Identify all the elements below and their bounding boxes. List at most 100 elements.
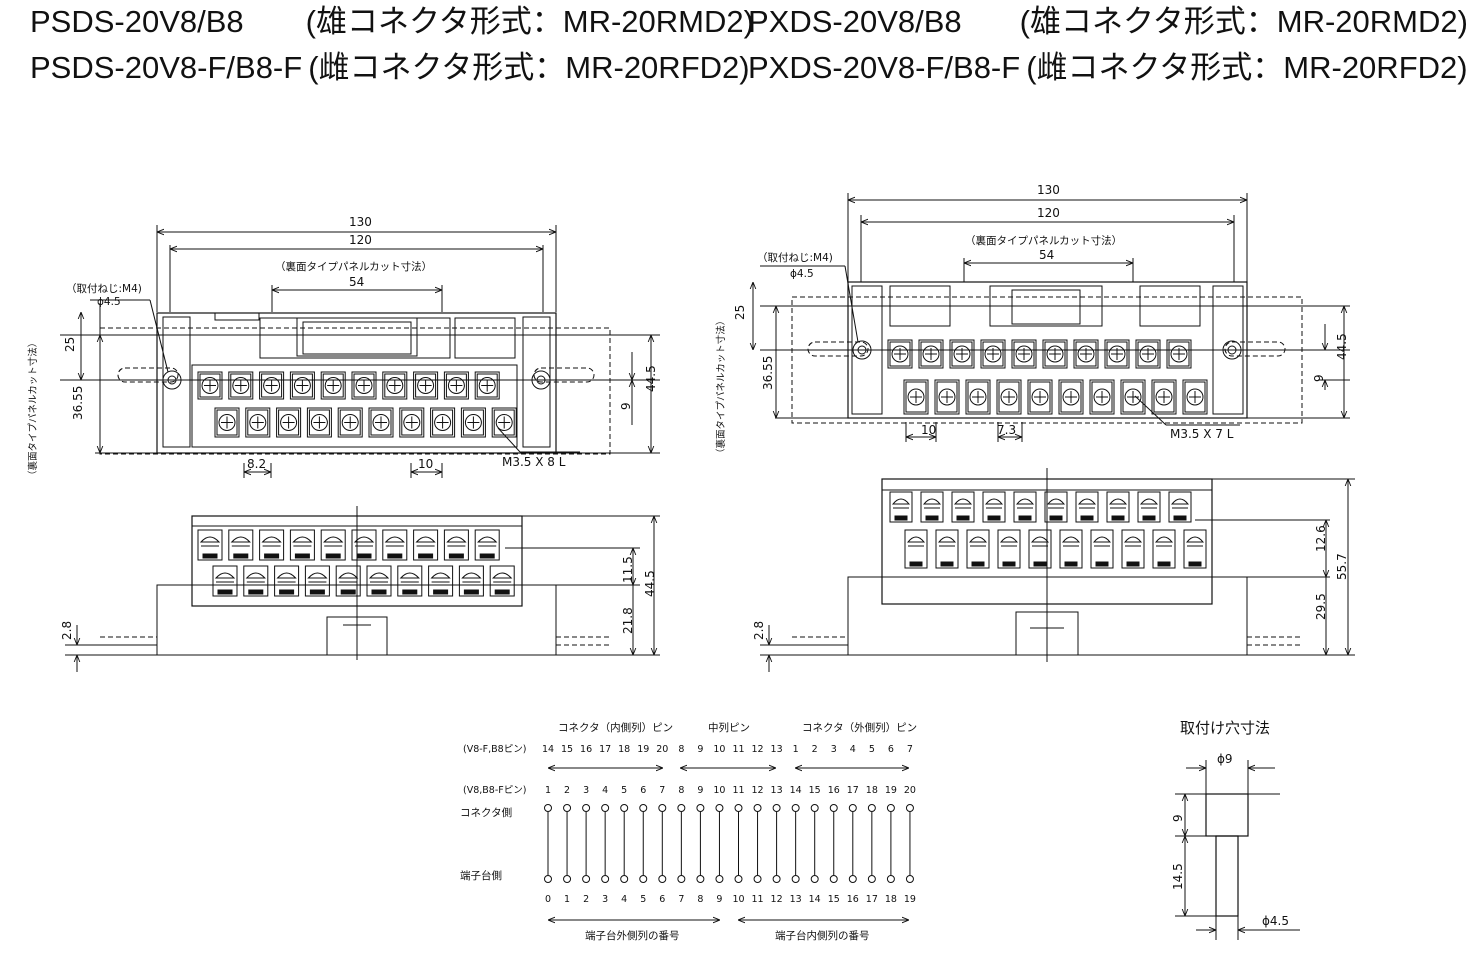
left-side-lower-terminal — [397, 565, 423, 597]
pin-m-number: 20 — [904, 785, 916, 796]
right-side-dim-126: 12.6 — [1314, 525, 1328, 552]
right-screw-spec: M3.5 X 7 L — [1170, 427, 1234, 441]
left-vertical-label: （裏面タイプパネルカット寸法） — [27, 338, 39, 480]
left-side-dim-28: 2.8 — [60, 621, 74, 640]
connector-pin — [886, 804, 895, 812]
right-dim-25: 25 — [733, 305, 747, 320]
terminal-pin — [620, 875, 629, 883]
pin-m-number: 19 — [885, 785, 897, 796]
left-side-lower-terminal — [212, 565, 238, 597]
left-side-lower-terminal — [366, 565, 392, 597]
right-upper-terminal — [1166, 339, 1192, 369]
right-side-lower-terminal — [1090, 529, 1114, 569]
right-side-upper-terminal — [1044, 491, 1068, 523]
right-connector-1: (雄コネクタ形式：MR-20RMD2) — [1019, 4, 1468, 39]
left-dim-445: 44.5 — [644, 365, 658, 392]
terminal-pin — [734, 875, 743, 883]
right-lower-terminal — [1120, 379, 1146, 415]
pin-f-number: 2 — [812, 744, 818, 755]
left-screw-spec: M3.5 X 8 L — [502, 455, 566, 469]
mount-hole-title: 取付け穴寸法 — [1180, 719, 1270, 737]
connector-pin — [867, 804, 876, 812]
right-upper-terminal — [887, 339, 913, 369]
right-side-lower-terminal — [966, 529, 990, 569]
mount-dim-9: 9 — [1171, 814, 1185, 822]
terminal-number: 8 — [697, 894, 703, 905]
pin-f-number: 10 — [713, 744, 725, 755]
left-side-upper-terminal — [382, 529, 408, 561]
left-dim-10: 10 — [418, 457, 433, 471]
right-model-1: PXDS-20V8/B8 — [748, 4, 962, 39]
right-side-lower-terminal — [1152, 529, 1176, 569]
terminal-pin — [886, 875, 895, 883]
pin-f-number: 9 — [697, 744, 703, 755]
pin-m-number: 18 — [866, 785, 878, 796]
right-lower-terminal — [1058, 379, 1084, 415]
row-m-label: (V8,B8-Fピン) — [463, 785, 526, 796]
right-dim-445: 44.5 — [1335, 333, 1349, 360]
right-lower-terminal — [1089, 379, 1115, 415]
terminal-pin — [582, 875, 591, 883]
left-side-lower-terminal — [243, 565, 269, 597]
right-side-upper-terminal — [1168, 491, 1192, 523]
pin-m-number: 16 — [828, 785, 840, 796]
left-terminal-rows — [191, 364, 518, 448]
right-side-dim-295: 29.5 — [1314, 593, 1328, 620]
pin-f-number: 3 — [831, 744, 837, 755]
pin-f-number: 18 — [618, 744, 630, 755]
connector-pin — [582, 804, 591, 812]
right-dim-73: 7.3 — [997, 423, 1016, 437]
right-lower-terminal — [934, 379, 960, 415]
connector-pin — [677, 804, 686, 812]
left-dim-3655: 36.55 — [71, 386, 85, 420]
right-side-upper-terminal — [1013, 491, 1037, 523]
right-dim-3655: 36.55 — [761, 356, 775, 390]
terminal-pin — [753, 875, 762, 883]
pin-f-number: 4 — [850, 744, 856, 755]
terminal-number: 3 — [602, 894, 608, 905]
left-upper-terminal — [228, 371, 254, 400]
left-side-upper-terminal — [289, 529, 315, 561]
left-lower-terminal — [306, 407, 332, 438]
left-upper-terminal — [443, 371, 469, 400]
terminal-pin — [715, 875, 724, 883]
pin-f-number: 20 — [656, 744, 668, 755]
right-side-lower-terminal — [1121, 529, 1145, 569]
pin-m-number: 10 — [713, 785, 725, 796]
pin-m-number: 4 — [602, 785, 608, 796]
left-dim-82: 8.2 — [247, 457, 266, 471]
right-lower-terminal — [903, 379, 929, 415]
left-dim-25: 25 — [63, 337, 77, 352]
right-lower-terminal — [1182, 379, 1208, 415]
pin-m-number: 5 — [621, 785, 627, 796]
left-dim-120: 120 — [349, 233, 372, 247]
left-side-dim-445: 44.5 — [643, 570, 657, 597]
right-title-line1: PXDS-20V8/B8 (雄コネクタ形式：MR-20RMD2) — [748, 4, 1468, 40]
left-upper-terminal — [413, 371, 439, 400]
left-connector-1: (雄コネクタ形式：MR-20RMD2) — [305, 4, 754, 39]
connector-pin — [544, 804, 552, 812]
right-upper-terminal — [918, 339, 944, 369]
connector-pin — [696, 804, 705, 812]
right-side-terminals — [889, 491, 1207, 569]
pin-m-number: 11 — [732, 785, 744, 796]
terminal-pin — [905, 875, 914, 883]
left-side-upper-terminal — [351, 529, 377, 561]
connector-pin — [658, 804, 667, 812]
pin-m-number: 6 — [640, 785, 646, 796]
left-screw-label: （取付ねじ:M4) — [66, 282, 142, 295]
pin-m-number: 1 — [545, 785, 551, 796]
left-lower-terminal — [430, 407, 456, 438]
right-side-view — [760, 468, 1355, 672]
right-lower-terminal — [1027, 379, 1053, 415]
right-side-lower-terminal — [1028, 529, 1052, 569]
terminal-number: 19 — [904, 894, 916, 905]
terminal-number: 7 — [678, 894, 684, 905]
pin-m-number: 9 — [697, 785, 703, 796]
left-connector-2: (雌コネクタ形式：MR-20RFD2) — [308, 50, 750, 85]
terminal-number: 4 — [621, 894, 627, 905]
left-side-upper-terminal — [228, 529, 254, 561]
right-side-lower-terminal — [997, 529, 1021, 569]
pin-f-number: 11 — [732, 744, 744, 755]
left-model-2: PSDS-20V8-F/B8-F — [30, 50, 303, 85]
